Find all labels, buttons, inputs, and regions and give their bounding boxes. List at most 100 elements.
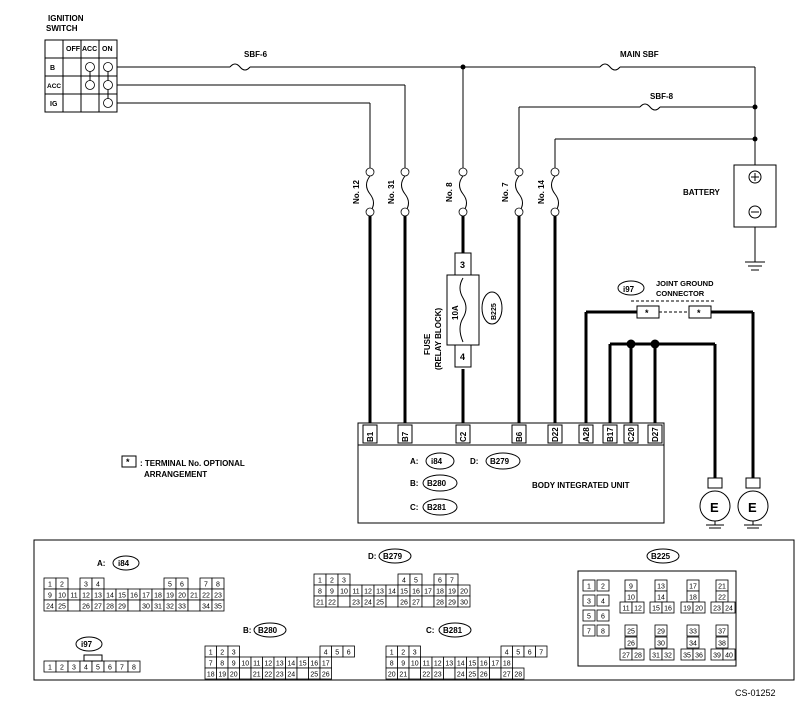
i84-cell-32: 32 [166,604,174,611]
b281-cell-8: 8 [390,661,394,668]
b225-cell-39: 39 [713,653,721,660]
b225-cell-38: 38 [718,641,726,648]
b280-cell-11: 11 [253,661,260,668]
conn-b-id: B280 [258,626,278,635]
joint-star-1: * [645,308,649,318]
b280-cell-15: 15 [299,661,307,668]
unit-conn-a-letter: A: [410,457,418,466]
b280-cell-5: 5 [335,650,339,657]
b225-cell-10: 10 [627,595,635,602]
b225-cell-5: 5 [587,614,591,621]
unit-conn-a-id: i84 [431,457,443,466]
label-no14: No. 14 [537,179,546,204]
b280-cell-26: 26 [322,672,330,679]
label-sbf6: SBF-6 [244,50,268,59]
fuse-sbf6-icon [229,63,251,71]
conn-c-prefix: C: [426,626,434,635]
b279-cell-24: 24 [364,600,372,607]
ground-e2-label: E [748,500,757,515]
legend-line2: ARRANGEMENT [144,470,207,479]
b225-cell-27: 27 [622,653,630,660]
b225-cell-9: 9 [629,584,633,591]
i84-cell-20: 20 [178,593,186,600]
i84-cell-28: 28 [106,604,114,611]
b279-cell-19: 19 [448,589,456,596]
fuse-no8: No. 8 [445,167,468,217]
b280-cell-2: 2 [220,650,224,657]
label-battery: BATTERY [683,188,721,197]
b281-cell-9: 9 [401,661,405,668]
i84-cell-7: 7 [204,582,208,589]
b280-cell-3: 3 [232,650,236,657]
fuse-no31: No. 31 [387,167,410,217]
legend: * : TERMINAL No. OPTIONAL ARRANGEMENT [121,455,245,479]
b225-cell-37: 37 [718,629,726,636]
i84-cell-8: 8 [216,582,220,589]
i84-cell-11: 11 [70,593,77,600]
b279-cell-22: 22 [328,600,336,607]
i84-cell-35: 35 [214,604,222,611]
b281-cell-18: 18 [503,661,511,668]
b279-cell-20: 20 [460,589,468,596]
b279-cell-1: 1 [318,578,322,585]
b225-cell-3: 3 [587,599,591,606]
i84-cell-4: 4 [96,582,100,589]
b279-cell-21: 21 [316,600,324,607]
i84-cell-22: 22 [202,593,210,600]
i84-cell-23: 23 [214,593,222,600]
b281-cell-17: 17 [491,661,499,668]
relay-fuse-rating: 10A [451,305,460,320]
b225-cell-17: 17 [689,584,697,591]
b225-cell-14: 14 [657,595,665,602]
b281-cell-15: 15 [468,661,476,668]
relay-block-fuse: 3 4 10A FUSE (RELAY BLOCK) B225 [423,252,503,370]
b279-cell-27: 27 [412,600,420,607]
i84-cell-24: 24 [46,604,54,611]
pin-C20: C20 [627,427,636,442]
b280-cell-25: 25 [310,672,318,679]
conn-c-id: B281 [443,626,463,635]
b281-cell-6: 6 [528,650,532,657]
b279-cell-23: 23 [352,600,360,607]
i84-cell-26: 26 [82,604,90,611]
b280-cell-6: 6 [347,650,351,657]
label-no31: No. 31 [387,179,396,204]
i84-cell-14: 14 [106,593,114,600]
i84-cell-34: 34 [202,604,210,611]
joint-star-2: * [697,308,701,318]
conn-i97-id: i97 [81,640,93,649]
unit-name: BODY INTEGRATED UNIT [532,481,630,490]
b279-cell-17: 17 [424,589,432,596]
conn-a-prefix: A: [97,559,105,568]
b225-cell-40: 40 [725,653,733,660]
b225-cell-34: 34 [689,641,697,648]
supply-wiring: SBF-6 MAIN SBF SBF-8 [117,50,758,170]
i84-cell-31: 31 [154,604,162,611]
b281-cell-23: 23 [434,672,442,679]
b279-cell-16: 16 [412,589,420,596]
harness-wires [368,216,755,478]
i84-cell-19: 19 [166,593,174,600]
b281-cell-11: 11 [423,661,430,668]
fuse-no7: No. 7 [501,167,524,217]
b281-cell-12: 12 [434,661,442,668]
b225-cell-18: 18 [689,595,697,602]
i84-cell-13: 13 [94,593,102,600]
pin-A28: A28 [582,427,591,442]
b281-cell-28: 28 [514,672,522,679]
b280-cell-8: 8 [220,661,224,668]
ground-e1-label: E [710,500,719,515]
ground-e-2: E [737,477,769,529]
b280-cell-20: 20 [230,672,238,679]
b279-cell-3: 3 [342,578,346,585]
b281-cell-2: 2 [401,650,405,657]
b281-cell-1: 1 [390,650,394,657]
b225-cell-7: 7 [587,629,591,636]
